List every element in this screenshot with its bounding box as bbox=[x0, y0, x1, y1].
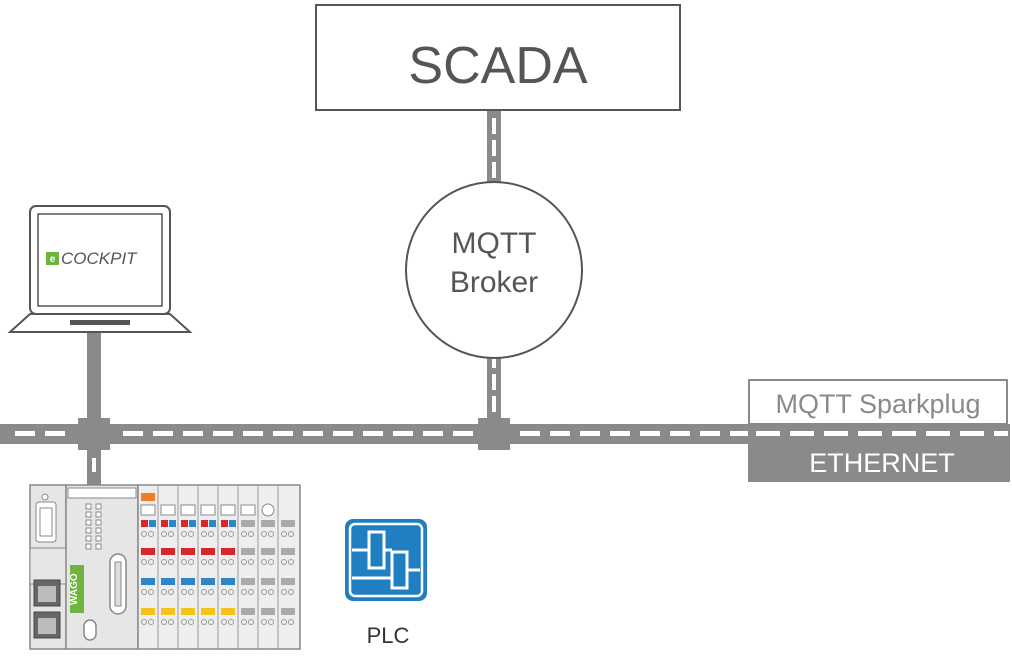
plc-ladder-icon bbox=[345, 519, 427, 601]
svg-text:e: e bbox=[50, 254, 56, 265]
cockpit-label: COCKPIT bbox=[61, 249, 138, 268]
protocol-label: MQTT Sparkplug bbox=[775, 389, 980, 419]
ethernet-label: ETHERNET bbox=[809, 448, 955, 478]
broker-ethernet-link bbox=[487, 345, 501, 425]
laptop: e COCKPIT bbox=[7, 205, 193, 333]
ethernet-bus bbox=[0, 418, 750, 450]
bus-junction-broker bbox=[478, 418, 510, 450]
network-label-block: MQTT Sparkplug ETHERNET bbox=[748, 379, 1010, 482]
wago-logo-icon bbox=[70, 565, 84, 613]
io-modules bbox=[137, 484, 301, 650]
broker-label-line2: Broker bbox=[450, 266, 538, 299]
scada-label: SCADA bbox=[408, 37, 587, 95]
plc-label: PLC bbox=[367, 623, 410, 648]
e-cockpit-logo-icon: e bbox=[46, 252, 59, 265]
scada-box: SCADA bbox=[315, 4, 681, 111]
mqtt-broker: MQTT Broker bbox=[405, 181, 583, 359]
wago-controller: WAGO bbox=[29, 484, 301, 650]
scada-broker-link bbox=[487, 110, 501, 196]
laptop-bus-link bbox=[87, 332, 101, 490]
broker-label-line1: MQTT bbox=[452, 227, 537, 260]
wago-brand: WAGO bbox=[69, 573, 80, 605]
bus-dashes bbox=[15, 431, 750, 436]
